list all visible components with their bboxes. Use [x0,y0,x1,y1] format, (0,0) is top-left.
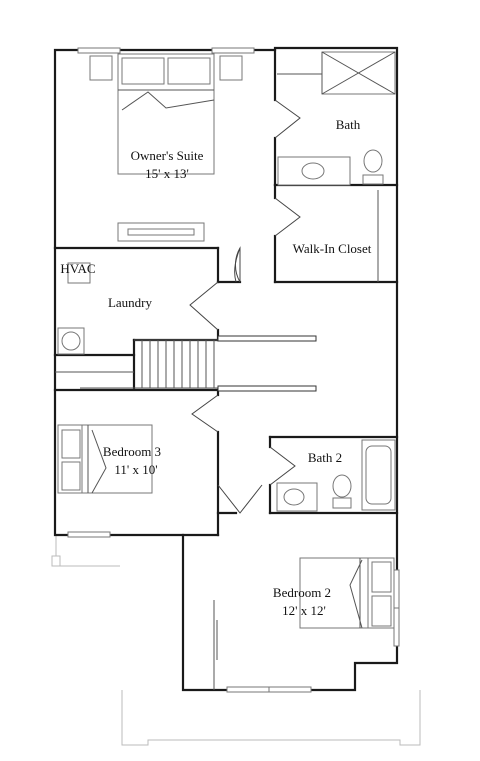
hvac-label: HVAC [60,261,95,276]
bath-fixtures [277,51,396,282]
bedroom-2-furniture [299,557,395,629]
staircase [55,335,317,392]
doors [189,99,301,690]
owners-suite-label: Owner's Suite [131,148,204,163]
exterior-outline [51,535,421,746]
laundry-fixtures [57,262,91,355]
bedroom-3-size: 11' x 10' [114,462,157,477]
interior-walls [53,48,399,537]
bedroom-3-furniture [57,424,153,494]
room-labels: Owner's Suite 15' x 13' Bath Walk-In Clo… [60,117,371,618]
windows [67,47,400,693]
owners-suite-furniture [89,53,243,242]
laundry-label: Laundry [108,295,153,310]
owners-suite-size: 15' x 13' [145,166,189,181]
walk-in-closet-label: Walk-In Closet [293,241,372,256]
bath-2-fixtures [276,439,396,512]
bedroom-2-size: 12' x 12' [282,603,326,618]
bath-label: Bath [336,117,361,132]
bedroom-3-label: Bedroom 3 [103,444,161,459]
bedroom-2-label: Bedroom 2 [273,585,331,600]
bath-2-label: Bath 2 [308,450,342,465]
exterior-walls [53,46,399,692]
